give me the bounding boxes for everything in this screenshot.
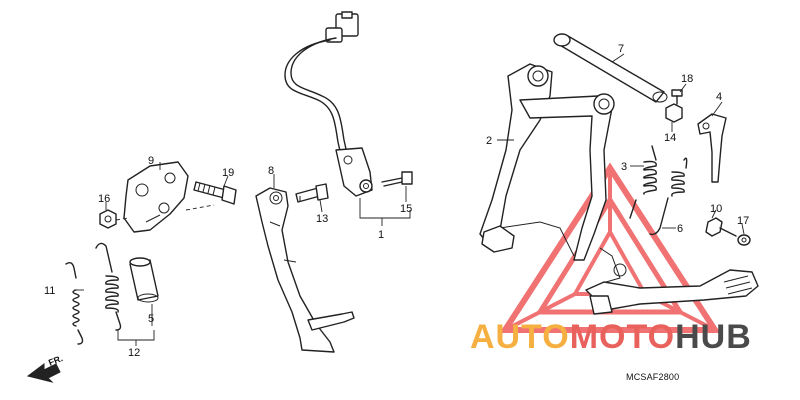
bolt-19 xyxy=(193,181,237,205)
pivot-shaft xyxy=(553,33,668,103)
spring-5 xyxy=(95,242,122,331)
bolt-15 xyxy=(381,171,413,187)
callout-17: 17 xyxy=(737,215,749,227)
leader-lines xyxy=(74,53,745,346)
callout-18: 18 xyxy=(681,73,693,85)
callout-5: 5 xyxy=(148,313,154,325)
callout-12: 12 xyxy=(128,347,140,359)
stopper-plate xyxy=(697,113,727,183)
main-stand-pedal xyxy=(585,247,759,315)
side-stand-bracket xyxy=(123,161,189,233)
collar xyxy=(129,257,159,303)
callout-4: 4 xyxy=(716,91,722,103)
callout-15: 15 xyxy=(400,203,412,215)
callout-11: 11 xyxy=(44,285,55,297)
main-stand xyxy=(479,63,615,261)
front-direction-label: FR. xyxy=(47,353,64,368)
spring-6 xyxy=(649,157,688,236)
callout-19: 19 xyxy=(222,167,234,179)
bolt-13 xyxy=(295,183,329,203)
spring-11 xyxy=(65,261,84,345)
front-direction-arrow: FR. xyxy=(26,353,64,383)
callout-3: 3 xyxy=(621,161,627,173)
callout-1: 1 xyxy=(378,229,384,241)
callout-10: 10 xyxy=(710,203,722,215)
bolt-18 xyxy=(671,89,683,105)
side-stand-switch-harness xyxy=(284,11,373,197)
diagram-code: MCSAF2800 xyxy=(626,372,679,382)
callout-13: 13 xyxy=(316,213,328,225)
callout-8: 8 xyxy=(268,165,274,177)
callout-9: 9 xyxy=(148,155,154,167)
callout-6: 6 xyxy=(677,223,683,235)
bolt-10 xyxy=(705,217,737,237)
nut-16 xyxy=(99,209,117,229)
watermark-word-auto: AUTO xyxy=(470,318,570,356)
callout-16: 16 xyxy=(98,193,110,205)
watermark-word-moto: MOTO xyxy=(570,318,675,356)
callout-2: 2 xyxy=(486,135,492,147)
washer-17 xyxy=(737,234,751,246)
callout-14: 14 xyxy=(664,132,676,144)
watermark-word-hub: HUB xyxy=(675,318,752,356)
watermark-wordmark: AUTOMOTOHUB xyxy=(470,318,752,356)
nut-14 xyxy=(665,103,683,123)
callouts: 7 18 4 14 2 3 6 10 17 9 19 8 16 13 15 1 … xyxy=(44,43,749,359)
callout-7: 7 xyxy=(618,43,624,55)
side-stand xyxy=(255,187,355,353)
spring-3 xyxy=(629,145,657,219)
